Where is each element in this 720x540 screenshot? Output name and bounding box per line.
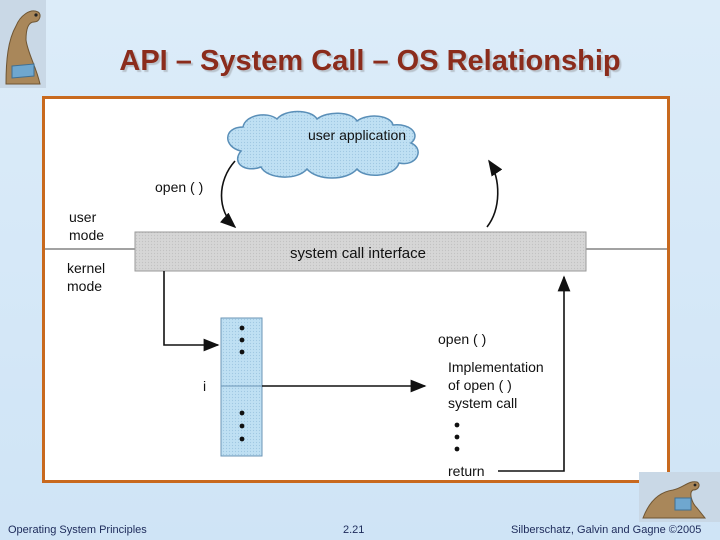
open-call-label-right: open ( )	[438, 331, 486, 347]
table-index-label: i	[203, 378, 206, 394]
implementation-ellipsis-icon	[454, 422, 460, 452]
footer-course-name: Operating System Principles	[8, 524, 147, 536]
system-call-interface-label: system call interface	[290, 245, 426, 262]
system-call-table	[220, 317, 263, 457]
call-arrow-down	[219, 160, 237, 229]
diagram-frame: user application system call interface u…	[42, 96, 670, 483]
user-application-label: user application	[308, 127, 406, 143]
diagram-canvas: user application system call interface u…	[45, 110, 667, 479]
implementation-label-line3: system call	[448, 395, 517, 411]
footer-page-number: 2.21	[343, 524, 365, 536]
kernel-mode-label-line2: mode	[67, 278, 102, 294]
slide-title: API – System Call – OS Relationship	[119, 45, 621, 78]
user-application-cloud: user application	[227, 110, 419, 179]
kernel-mode-label-line1: kernel	[67, 260, 105, 276]
user-mode-label-line1: user	[69, 209, 97, 225]
open-call-label-top: open ( )	[155, 179, 203, 195]
dinosaur-logo-icon	[0, 0, 46, 88]
implementation-label-line2: of open ( )	[448, 377, 512, 393]
implementation-label-line1: Implementation	[448, 359, 544, 375]
dinosaur-computer-icon	[639, 472, 720, 522]
return-arrow-up	[486, 159, 503, 228]
return-to-interface-arrow	[498, 275, 571, 472]
interface-to-table-arrow	[163, 271, 220, 352]
footer-copyright: Silberschatz, Galvin and Gagne ©2005	[511, 524, 702, 536]
user-mode-label-line2: mode	[69, 227, 104, 243]
system-call-interface-bar: system call interface	[134, 231, 587, 272]
return-label: return	[448, 463, 485, 479]
